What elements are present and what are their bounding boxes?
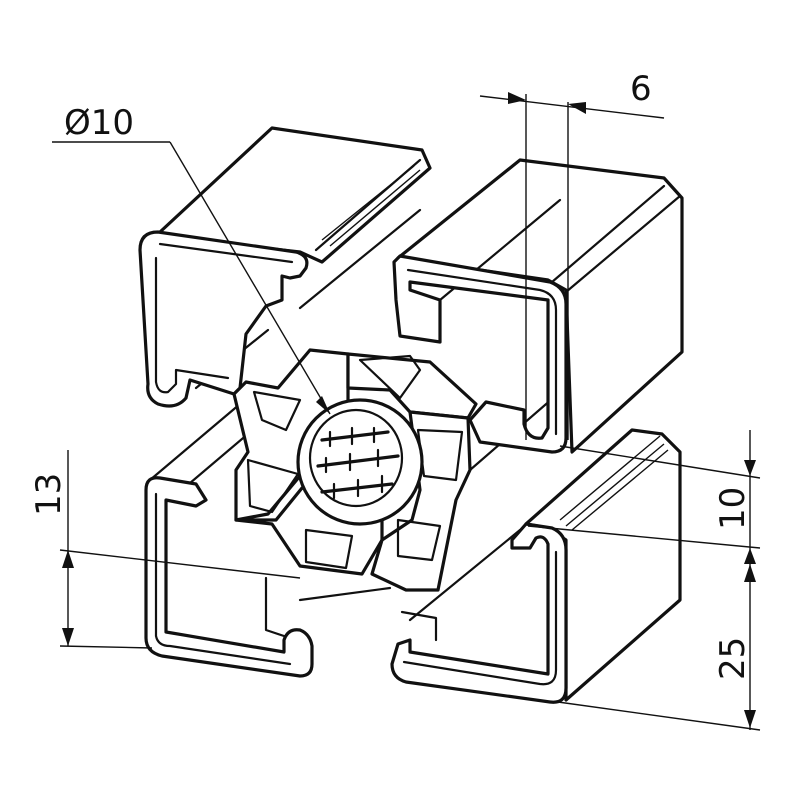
bottom-right-chamber-inner bbox=[402, 550, 558, 686]
bottom-right-web bbox=[400, 610, 438, 642]
dim10-arrow-top bbox=[744, 460, 756, 476]
profile-front-face bbox=[138, 230, 568, 704]
dim10-ext-bottom bbox=[527, 525, 761, 549]
channel-line-1 bbox=[298, 208, 422, 310]
top-left-inner-top bbox=[158, 242, 294, 264]
dim13-arrow-top bbox=[62, 550, 74, 568]
top-left-lip-groove-2 bbox=[321, 165, 415, 241]
dim10-arrow-bottom bbox=[744, 548, 756, 564]
top-left-chamber bbox=[138, 230, 309, 408]
cavity-bottom bbox=[304, 528, 354, 570]
dim10-ext-top bbox=[559, 445, 761, 479]
dim13-ext-top bbox=[59, 549, 301, 579]
cavity-bottom-right bbox=[396, 518, 442, 562]
bottom-right-groove-3 bbox=[571, 449, 669, 531]
bore-teeth bbox=[324, 426, 384, 500]
top-right-chamber-inner bbox=[406, 268, 558, 436]
dim13-arrow-bottom bbox=[62, 628, 74, 646]
dim25-arrow-top bbox=[744, 564, 756, 582]
bottom-right-chamber bbox=[390, 522, 568, 704]
channel-line-6 bbox=[408, 528, 522, 622]
dim13-label: 13 bbox=[29, 473, 69, 516]
diameter-leader bbox=[169, 141, 331, 415]
top-left-lip-groove-3 bbox=[329, 169, 421, 247]
cavity-left bbox=[252, 390, 302, 432]
bottom-left-chamber-inner bbox=[154, 492, 292, 666]
dim13-ext-bottom bbox=[59, 645, 153, 649]
diameter-arrowhead bbox=[316, 396, 330, 414]
dim25-arrow-bottom bbox=[744, 710, 756, 728]
bottom-left-web bbox=[264, 576, 286, 638]
cavity-left-2 bbox=[246, 458, 300, 514]
dimension-height-10: 10 bbox=[527, 430, 761, 564]
bottom-right-groove bbox=[559, 435, 661, 521]
top-right-edge bbox=[550, 184, 666, 284]
dim10-label: 10 bbox=[713, 487, 753, 530]
channel-line-8 bbox=[298, 586, 392, 602]
dimension-height-25: 25 bbox=[557, 560, 761, 731]
cavity-right bbox=[416, 428, 464, 482]
central-bore-inner bbox=[308, 408, 404, 508]
core-right-web bbox=[370, 410, 472, 592]
bottom-right-groove-2 bbox=[565, 443, 665, 527]
dimension-diameter: Ø10 bbox=[52, 103, 331, 415]
dimension-height-13: 13 bbox=[29, 450, 301, 649]
dimension-slot-width: 6 bbox=[479, 69, 665, 440]
bottom-left-chamber bbox=[144, 476, 314, 678]
channel-line-4 bbox=[148, 402, 242, 482]
dim25-label: 25 bbox=[713, 637, 753, 680]
top-left-chamber-inner bbox=[154, 256, 230, 394]
cavity-top bbox=[358, 354, 422, 400]
dim25-ext-bottom bbox=[557, 701, 761, 731]
top-right-chamber bbox=[392, 254, 568, 454]
diameter-label: Ø10 bbox=[64, 103, 134, 143]
slot-width-label: 6 bbox=[630, 69, 652, 109]
top-right-edge-2 bbox=[564, 194, 682, 294]
slot-width-arrow-left bbox=[508, 92, 526, 104]
slot-width-arrow-right bbox=[568, 102, 586, 114]
